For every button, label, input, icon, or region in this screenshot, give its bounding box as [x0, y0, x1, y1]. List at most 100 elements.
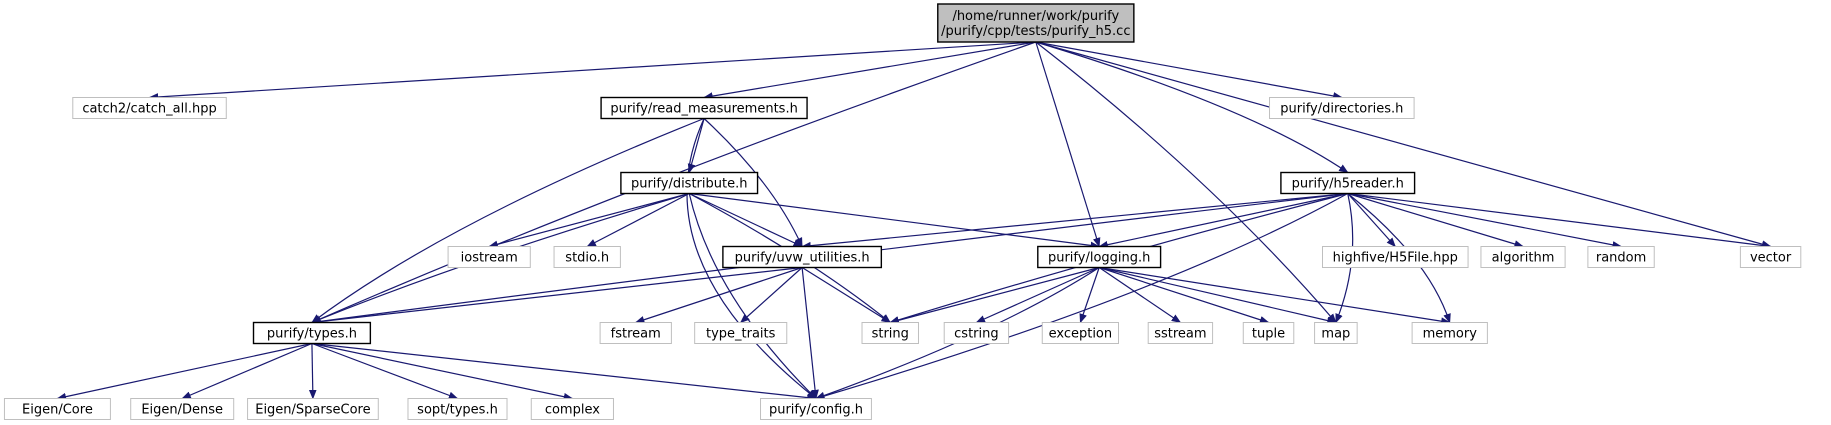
edge-uvw_utilities-to-config: [801, 267, 819, 400]
node-label-catch2: catch2/catch_all.hpp: [82, 102, 216, 117]
node-highfive: highfive/H5File.hpp: [1321, 246, 1469, 268]
node-box-sstream: [1147, 322, 1214, 344]
node-stdio: stdio.h: [553, 246, 621, 268]
node-uvw-utilities[interactable]: purify/uvw_utilities.h: [722, 245, 883, 269]
edge-logging-to-cstring: [975, 266, 1100, 324]
edge-uvw_utilities-to-string: [801, 266, 892, 324]
edge-logging-to-exception: [1079, 267, 1100, 324]
edge-logging-to-sstream: [1098, 267, 1182, 324]
node-cstring: cstring: [943, 322, 1010, 344]
edge-uvw_utilities-to-types: [310, 266, 803, 326]
node-eigen-dense: Eigen/Dense: [130, 398, 235, 420]
edge-logging-to-string: [889, 266, 1100, 325]
edge-h5reader-to-random: [1347, 192, 1623, 249]
node-box-eigen-core: [3, 398, 111, 420]
node-label-h5reader: purify/h5reader.h: [1292, 177, 1404, 192]
node-exception: exception: [1041, 322, 1120, 344]
node-box-eigen-dense: [130, 398, 235, 420]
node-iostream: iostream: [447, 246, 531, 268]
node-label-uvw-utilities: purify/uvw_utilities.h: [735, 251, 870, 266]
node-label-string: string: [872, 327, 909, 342]
node-box-iostream: [447, 246, 531, 268]
node-type-traits: type_traits: [694, 322, 788, 344]
edge-root-to-read_measurements: [703, 41, 1036, 100]
edge-types-to-eigen_dense: [181, 342, 313, 400]
node-sstream: sstream: [1147, 322, 1214, 344]
edge-root-to-map: [1035, 41, 1337, 324]
edge-types-to-complex: [311, 342, 574, 401]
node-box-highfive: [1321, 246, 1469, 268]
node-h5reader[interactable]: purify/h5reader.h: [1280, 171, 1416, 195]
node-logging[interactable]: purify/logging.h: [1037, 245, 1162, 269]
node-box-stdio: [553, 246, 621, 268]
node-box-type-traits: [694, 322, 788, 344]
node-label-map: map: [1321, 327, 1350, 342]
edge-uvw_utilities-to-fstream: [634, 266, 803, 324]
node-read-measurements[interactable]: purify/read_measurements.h: [600, 96, 808, 120]
node-label-eigen-core: Eigen/Core: [22, 403, 93, 418]
node-label-logging: purify/logging.h: [1048, 251, 1150, 266]
node-box-string: [861, 322, 919, 344]
node-box-types: [252, 321, 372, 345]
edge-read_measurements-to-uvw_utilities: [703, 118, 803, 248]
node-fstream: fstream: [599, 322, 672, 344]
node-label-complex: complex: [545, 403, 600, 418]
node-complex: complex: [530, 398, 614, 420]
node-label-iostream: iostream: [461, 251, 518, 266]
node-label-stdio: stdio.h: [565, 251, 609, 266]
edge-root-to-catch2: [148, 41, 1036, 101]
edge-distribute-to-stdio: [586, 192, 690, 248]
node-root[interactable]: /home/runner/work/purify/purify/cpp/test…: [937, 3, 1135, 43]
node-label-exception: exception: [1049, 327, 1113, 342]
node-string: string: [861, 322, 919, 344]
edge-h5reader-to-vector: [1347, 192, 1772, 250]
node-box-exception: [1041, 322, 1120, 344]
edge-distribute-to-config: [688, 193, 817, 400]
node-box-tuple: [1242, 322, 1295, 344]
node-catch2: catch2/catch_all.hpp: [72, 97, 227, 119]
edge-uvw_utilities-to-type_traits: [740, 267, 803, 324]
node-box-root: [937, 3, 1135, 43]
node-distribute[interactable]: purify/distribute.h: [620, 171, 759, 195]
node-box-memory: [1411, 322, 1488, 344]
edge-root-to-directories: [1035, 41, 1343, 100]
node-box-uvw-utilities: [722, 245, 883, 269]
node-box-algorithm: [1480, 246, 1566, 268]
node-label-sopt-types: sopt/types.h: [417, 403, 498, 418]
edge-distribute-to-logging: [689, 192, 1101, 250]
node-eigen-sparse: Eigen/SparseCore: [247, 398, 379, 420]
node-label-algorithm: algorithm: [1492, 251, 1555, 266]
node-label-types: purify/types.h: [267, 327, 357, 342]
edge-distribute-to-iostream: [488, 192, 690, 248]
node-box-sopt-types: [407, 398, 508, 420]
edge-types-to-eigen_sparse: [308, 343, 317, 400]
edge-root-to-vector: [1035, 41, 1772, 248]
node-label-directories: purify/directories.h: [1280, 102, 1403, 117]
node-label-eigen-dense: Eigen/Dense: [141, 403, 223, 418]
node-label-highfive: highfive/H5File.hpp: [1333, 251, 1458, 266]
node-types[interactable]: purify/types.h: [252, 321, 372, 345]
edge-h5reader-to-uvw_utilities: [801, 192, 1348, 250]
node-label-config: purify/config.h: [769, 403, 863, 418]
node-algorithm: algorithm: [1480, 246, 1566, 268]
node-box-distribute: [620, 171, 759, 195]
node-random: random: [1587, 246, 1655, 268]
node-sopt-types: sopt/types.h: [407, 398, 508, 420]
node-label-memory: memory: [1423, 327, 1478, 342]
node-label-eigen-sparse: Eigen/SparseCore: [255, 403, 370, 418]
node-box-complex: [530, 398, 614, 420]
node-config: purify/config.h: [760, 398, 872, 420]
node-box-directories: [1269, 97, 1415, 119]
edge-logging-to-memory: [1099, 266, 1451, 325]
edge-types-to-sopt_types: [311, 342, 459, 400]
edge-h5reader-to-logging: [1098, 192, 1348, 249]
node-eigen-core: Eigen/Core: [3, 398, 111, 420]
node-vector: vector: [1739, 246, 1802, 268]
edge-read_measurements-to-types: [311, 117, 705, 324]
node-label-root: /home/runner/work/purify: [952, 9, 1119, 24]
node-box-catch2: [72, 97, 227, 119]
node-label-root: /purify/cpp/tests/purify_h5.cc: [941, 24, 1130, 39]
edge-logging-to-map: [1099, 266, 1337, 325]
node-memory: memory: [1411, 322, 1488, 344]
